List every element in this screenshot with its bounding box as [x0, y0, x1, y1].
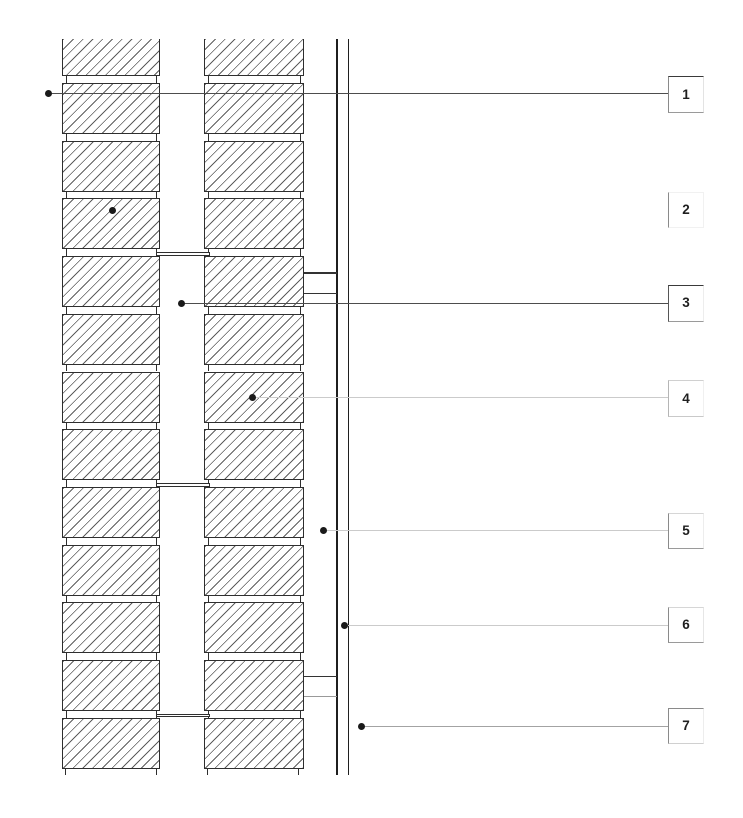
section-break-stub — [206, 768, 208, 776]
mortar-joint-outer-leaf — [65, 364, 157, 372]
leader-dot-3 — [178, 299, 185, 307]
mortar-joint-inner-leaf — [207, 134, 301, 141]
mortar-joint-inner-leaf — [207, 480, 301, 487]
brick-inner-leaf — [204, 544, 304, 596]
mortar-joint-outer-leaf — [65, 191, 157, 199]
brick-outer-leaf — [62, 198, 160, 250]
leader-line-4 — [252, 397, 668, 399]
callout-box-7: 7 — [668, 707, 704, 744]
mortar-joint-outer-leaf — [65, 653, 157, 660]
brick-inner-leaf — [204, 83, 304, 134]
mortar-joint-outer-leaf — [65, 537, 157, 545]
mortar-joint-inner-leaf — [207, 537, 301, 545]
callout-box-3: 3 — [668, 284, 704, 322]
leader-dot-1 — [45, 90, 52, 97]
callout-box-6: 6 — [668, 607, 704, 643]
brick-outer-leaf — [62, 83, 160, 134]
mortar-joint-inner-leaf — [207, 307, 301, 314]
lining-board-line — [347, 38, 350, 775]
leader-line-1 — [48, 92, 668, 95]
brick-outer-leaf — [62, 256, 160, 308]
leader-dot-7 — [358, 722, 366, 730]
section-break-stub — [65, 768, 67, 776]
fixing-line — [303, 292, 337, 294]
leader-dot-4 — [248, 394, 256, 402]
brick-inner-leaf — [204, 140, 304, 192]
callout-box-5: 5 — [668, 513, 704, 549]
mortar-joint-outer-leaf — [65, 711, 157, 718]
fixing-line — [303, 675, 337, 678]
mortar-joint-outer-leaf — [65, 422, 157, 430]
callout-number-3: 3 — [682, 295, 690, 311]
brick-inner-leaf — [204, 660, 304, 711]
brick-outer-leaf — [62, 313, 160, 365]
mortar-joint-inner-leaf — [207, 249, 301, 257]
mortar-joint-inner-leaf — [207, 711, 301, 718]
brick-inner-leaf — [204, 256, 304, 308]
callout-number-2: 2 — [682, 202, 690, 217]
mortar-joint-inner-leaf — [207, 191, 301, 199]
brick-inner-leaf — [204, 602, 304, 654]
mortar-joint-outer-leaf — [65, 480, 157, 487]
brick-outer-leaf — [62, 717, 160, 769]
callout-number-7: 7 — [682, 717, 690, 733]
mortar-joint-outer-leaf — [65, 249, 157, 257]
leader-dot-2 — [109, 206, 117, 214]
brick-outer-leaf — [62, 371, 160, 423]
mortar-joint-outer-leaf — [65, 595, 157, 603]
leader-line-7 — [361, 725, 668, 727]
mortar-joint-inner-leaf — [207, 364, 301, 372]
leader-line-3 — [181, 302, 668, 304]
callout-number-4: 4 — [682, 390, 690, 406]
brick-inner-leaf — [204, 313, 304, 365]
callout-box-2: 2 — [668, 191, 704, 228]
wall-tie — [155, 252, 210, 256]
brick-outer-leaf — [62, 38, 160, 76]
brick-inner-leaf — [204, 717, 304, 769]
brick-outer-leaf — [62, 602, 160, 654]
callout-number-5: 5 — [682, 523, 690, 538]
fixing-line — [303, 272, 337, 274]
mortar-joint-outer-leaf — [65, 134, 157, 141]
callout-number-6: 6 — [682, 617, 690, 633]
callout-box-4: 4 — [668, 380, 704, 417]
mortar-joint-inner-leaf — [207, 422, 301, 430]
leader-dot-6 — [340, 622, 348, 629]
mortar-joint-inner-leaf — [207, 75, 301, 83]
brick-outer-leaf — [62, 660, 160, 711]
mortar-joint-inner-leaf — [207, 595, 301, 603]
callout-number-1: 1 — [682, 86, 690, 102]
brick-inner-leaf — [204, 198, 304, 250]
brick-inner-leaf — [204, 486, 304, 538]
brick-inner-leaf — [204, 38, 304, 76]
mortar-joint-outer-leaf — [65, 75, 157, 83]
section-break-stub — [298, 768, 300, 776]
mortar-joint-outer-leaf — [65, 307, 157, 314]
fixing-line — [303, 695, 337, 698]
mortar-joint-inner-leaf — [207, 653, 301, 660]
brick-outer-leaf — [62, 429, 160, 481]
leader-dot-5 — [320, 527, 328, 535]
leader-line-6 — [344, 624, 668, 627]
brick-outer-leaf — [62, 544, 160, 596]
leader-line-5 — [323, 530, 668, 532]
brick-outer-leaf — [62, 140, 160, 192]
wall-tie — [155, 482, 210, 487]
brick-outer-leaf — [62, 486, 160, 538]
callout-box-1: 1 — [668, 76, 704, 113]
section-break-stub — [155, 768, 157, 776]
wall-tie — [155, 713, 210, 718]
brick-inner-leaf — [204, 429, 304, 481]
lining-board-line — [336, 38, 339, 775]
